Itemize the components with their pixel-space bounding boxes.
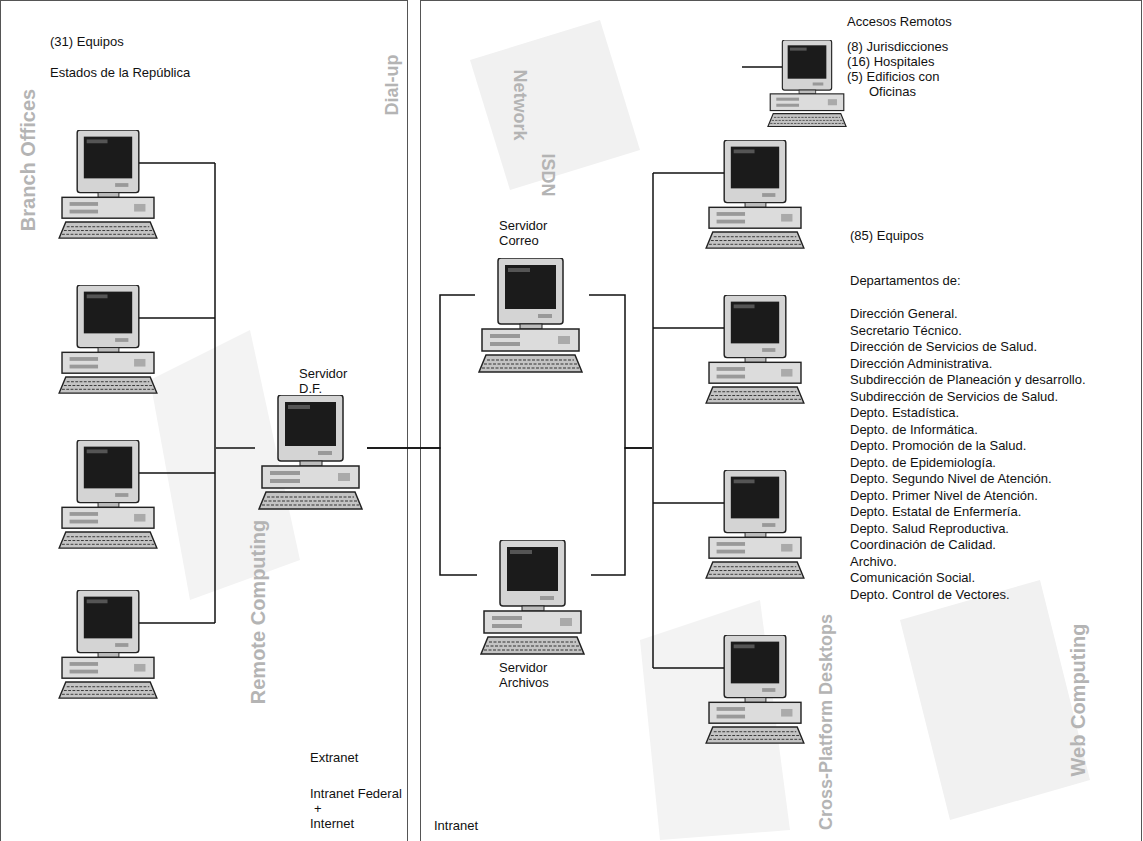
computer-icon: [59, 440, 157, 548]
intranet-panel: [421, 1, 1142, 841]
watermark-text: Remote Computing: [247, 520, 269, 704]
department-group: (85) EquiposDepartamentos de: Dirección G…: [652, 142, 1110, 747]
zone-label: Extranet: [310, 750, 358, 765]
zone-label: Intranet Federal: [310, 786, 402, 801]
zone-label: +: [314, 801, 322, 816]
department-network-wires: [653, 173, 724, 668]
server-icon: [479, 258, 582, 372]
node-text: Depto. Primer Nivel de Atención.: [850, 488, 1110, 505]
node-text: Subdirección de Servicios de Salud.: [850, 389, 1110, 406]
watermark-text: Network: [510, 69, 530, 140]
remote-link-line: [742, 66, 782, 68]
watermark-text: ISDN: [538, 153, 558, 196]
state-group: (31) EquiposEstados de la República: [44, 34, 216, 734]
network-link: [367, 448, 477, 575]
node-text: Depto. Estadística.: [850, 405, 1110, 422]
node-text: Departamentos de:: [850, 273, 1110, 288]
node-text: Dirección Administrativa.: [850, 356, 1110, 373]
watermark-shape: [900, 580, 1090, 820]
node-text: Depto. de Informática.: [850, 422, 1110, 439]
node-text: Depto. Estatal de Enfermería.: [850, 504, 1110, 521]
node-text: Secretario Técnico.: [850, 323, 1110, 340]
server-icon: [259, 395, 362, 509]
watermark-text: Dial-up: [382, 55, 402, 116]
zone-label: Internet: [310, 816, 354, 831]
remote-access-node: Accesos Remotos (8) Jurisdicciones(16) Ho…: [765, 10, 1095, 140]
watermark-shape: [150, 330, 300, 600]
server-node: Servidor D.F.: [255, 366, 367, 514]
node-text: Comunicación Social.: [850, 570, 1110, 587]
node-heading: Accesos Remotos: [847, 14, 1095, 29]
network-link: [216, 447, 255, 449]
remote-computer-icon: [768, 40, 846, 126]
node-text: (5) Edificios con Oficinas: [847, 69, 984, 99]
node-text: (16) Hospitales: [847, 54, 1095, 69]
server-node: Servidor Archivos: [477, 536, 591, 704]
computer-icon: [706, 295, 804, 403]
node-heading: Servidor D.F.: [299, 366, 363, 396]
node-text: Subdirección de Planeación y desarrollo.: [850, 372, 1110, 389]
node-text: Coordinación de Calidad.: [850, 537, 1110, 554]
server-node: Servidor Correo: [475, 218, 589, 376]
node-heading: (85) Equipos: [850, 228, 1110, 243]
network-link: [367, 295, 475, 448]
node-text: Depto. Control de Vectores.: [850, 587, 1110, 604]
node-text: Depto. Segundo Nivel de Atención.: [850, 471, 1110, 488]
watermark-text: Cross-Platform Desktops: [816, 614, 836, 830]
node-text: Dirección General.: [850, 306, 1110, 323]
computer-icon: [706, 140, 804, 248]
server-icon: [481, 540, 584, 654]
node-text: Estados de la República: [50, 65, 216, 80]
computer-icon: [706, 635, 804, 743]
state-network-wires: [139, 163, 215, 623]
node-text: Depto. Salud Reproductiva.: [850, 521, 1110, 538]
zone-label: Intranet: [434, 818, 478, 833]
node-heading: Servidor Archivos: [499, 660, 563, 690]
watermark-text: Web Computing: [1067, 624, 1089, 777]
node-text: Depto. de Epidemiología.: [850, 455, 1110, 472]
node-text: Archivo.: [850, 554, 1110, 571]
extranet-panel: [1, 1, 408, 841]
computer-icon: [59, 590, 157, 698]
node-text: (8) Jurisdicciones: [847, 39, 1095, 54]
network-link: [591, 448, 652, 575]
node-heading: (31) Equipos: [50, 34, 216, 49]
computer-icon: [706, 470, 804, 578]
computer-icon: [59, 285, 157, 393]
node-text: Dirección de Servicios de Salud.: [850, 339, 1110, 356]
network-link: [589, 295, 652, 448]
computer-icon: [59, 130, 157, 238]
node-heading: Servidor Correo: [499, 218, 563, 248]
node-text: Depto. Promoción de la Salud.: [850, 438, 1110, 455]
watermark-text: Branch Offices: [17, 89, 39, 231]
